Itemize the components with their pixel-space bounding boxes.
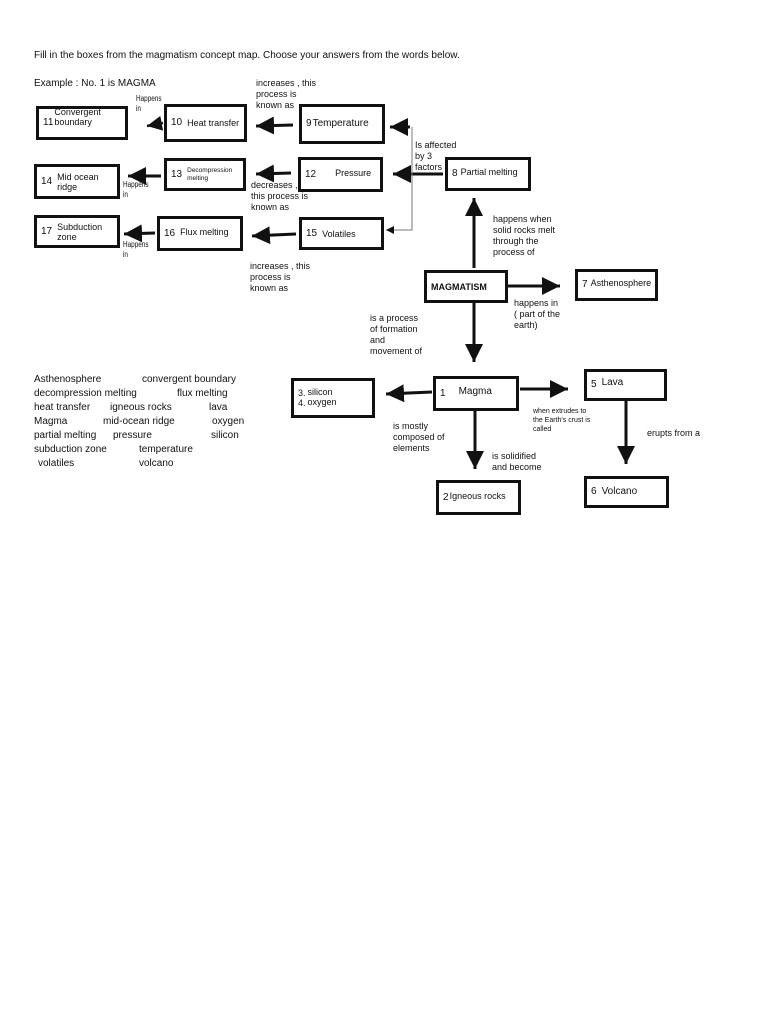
word-convergent-boundary: convergent boundary bbox=[142, 374, 236, 385]
arrow-magma-to-elements bbox=[385, 384, 433, 403]
arrow-heat-to-convergent bbox=[146, 115, 164, 131]
box-label: Decompression melting bbox=[187, 166, 233, 182]
box-label: Mid ocean ridge bbox=[57, 171, 99, 192]
box-number: 13 bbox=[171, 168, 183, 180]
box-number: 3. 4. bbox=[298, 388, 306, 408]
box-number: 7 bbox=[582, 279, 588, 290]
box-label: Volcano bbox=[601, 486, 638, 497]
box-silicon-oxygen: 3. 4. silicon oxygen bbox=[291, 378, 375, 418]
link-increases-2: increases , this process is known as bbox=[250, 261, 311, 293]
box-number: 2 bbox=[443, 491, 449, 503]
link-mostly-composed: is mostly composed of elements bbox=[393, 421, 445, 453]
box-number: 11 bbox=[43, 117, 54, 128]
word-decompression-melting: decompression melting bbox=[34, 388, 137, 399]
word-volatiles: volatiles bbox=[38, 458, 75, 469]
word-temperature: temperature bbox=[139, 444, 193, 455]
thin-line-factors bbox=[386, 127, 413, 234]
box-volatiles: 15 Volatiles bbox=[299, 217, 384, 250]
arrow-temp-to-heat bbox=[255, 116, 294, 135]
box-label: Temperature bbox=[312, 118, 369, 129]
box-number: 1 bbox=[440, 387, 446, 399]
box-number: 14 bbox=[41, 175, 53, 187]
box-volcano: 6 Volcano bbox=[584, 476, 669, 508]
box-label: Convergent boundary bbox=[54, 107, 101, 127]
box-temperature: 9 Temperature bbox=[299, 104, 385, 144]
word-heat-transfer: heat transfer bbox=[34, 402, 91, 413]
box-number: 10 bbox=[171, 117, 183, 128]
box-flux-melting: 16 Flux melting bbox=[157, 216, 243, 251]
box-number: 12 bbox=[305, 168, 317, 180]
box-label: MAGMATISM bbox=[431, 281, 487, 292]
box-label: silicon oxygen bbox=[307, 387, 337, 407]
link-decreases: decreases , this process is known as bbox=[251, 180, 309, 212]
word-pressure: pressure bbox=[113, 430, 152, 441]
link-happens-in-part: happens in ( part of the earth) bbox=[514, 298, 561, 330]
word-silicon: silicon bbox=[211, 430, 239, 441]
word-lava: lava bbox=[209, 402, 228, 413]
link-erupts: erupts from a bbox=[647, 428, 701, 438]
box-number: 16 bbox=[164, 227, 176, 239]
link-extrudes: when extrudes to the Earth's crust is ca… bbox=[533, 408, 591, 433]
instructions: Fill in the boxes from the magmatism con… bbox=[34, 50, 460, 61]
word-flux-melting: flux melting bbox=[177, 388, 228, 399]
box-number: 8 bbox=[452, 168, 458, 179]
link-happens-in-3: Happens in bbox=[123, 240, 149, 259]
arrow-pressure-to-decomp bbox=[255, 164, 292, 183]
link-increases-1: increases , this process is known as bbox=[256, 78, 317, 110]
box-number: 15 bbox=[306, 227, 318, 239]
word-magma: Magma bbox=[34, 416, 68, 427]
box-number: 9 bbox=[306, 118, 312, 129]
box-label: Partial melting bbox=[460, 167, 518, 177]
box-pressure: 12 Pressure bbox=[298, 157, 383, 192]
box-subduction-zone: 17 Subduction zone bbox=[34, 215, 120, 248]
box-label: Flux melting bbox=[180, 226, 229, 237]
link-happens-when: happens when solid rocks melt through th… bbox=[493, 214, 556, 257]
box-label: Igneous rocks bbox=[449, 490, 506, 501]
box-label: Volatiles bbox=[322, 228, 356, 239]
box-mid-ocean-ridge: 14 Mid ocean ridge bbox=[34, 164, 120, 199]
box-label: Subduction zone bbox=[57, 221, 103, 242]
word-oxygen: oxygen bbox=[212, 416, 245, 427]
link-happens-in-2: Happens in bbox=[123, 180, 149, 199]
box-number: 6 bbox=[591, 486, 597, 497]
box-heat-transfer: 10 Heat transfer bbox=[164, 104, 247, 142]
link-is-process: is a process of formation and movement o… bbox=[370, 313, 423, 356]
box-label: Heat transfer bbox=[187, 118, 240, 128]
box-number: 5 bbox=[591, 379, 597, 390]
arrow-volatiles-to-flux bbox=[251, 226, 297, 245]
box-magmatism: MAGMATISM bbox=[424, 270, 508, 303]
box-label: Pressure bbox=[335, 167, 372, 178]
word-subduction-zone: subduction zone bbox=[34, 444, 107, 455]
box-partial-melting: 8 Partial melting bbox=[445, 157, 531, 191]
link-solidified: is solidified and become bbox=[492, 451, 542, 472]
word-partial-melting: partial melting bbox=[34, 430, 97, 441]
link-affected: Is affected by 3 factors bbox=[415, 140, 457, 172]
word-volcano: volcano bbox=[139, 458, 174, 469]
word-igneous-rocks: igneous rocks bbox=[110, 402, 172, 413]
box-igneous-rocks: 2 Igneous rocks bbox=[436, 480, 521, 515]
box-convergent-boundary: 11 Convergent boundary bbox=[36, 106, 128, 140]
example: Example : No. 1 is MAGMA bbox=[34, 78, 156, 89]
box-asthenosphere: 7 Asthenosphere bbox=[575, 269, 658, 301]
word-mid-ocean-ridge: mid-ocean ridge bbox=[103, 416, 175, 427]
word-asthenosphere: Asthenosphere bbox=[34, 374, 102, 385]
box-label: Magma bbox=[458, 385, 492, 397]
link-happens-in-1: Happens in bbox=[136, 94, 162, 113]
box-magma: 1 Magma bbox=[433, 376, 519, 411]
box-label: Lava bbox=[601, 377, 624, 388]
box-lava: 5 Lava bbox=[584, 369, 667, 401]
arrow-flux-to-subduction bbox=[123, 224, 156, 243]
box-decompression-melting: 13 Decompression melting bbox=[164, 158, 246, 191]
box-number: 17 bbox=[41, 225, 53, 237]
box-label: Asthenosphere bbox=[590, 278, 652, 288]
